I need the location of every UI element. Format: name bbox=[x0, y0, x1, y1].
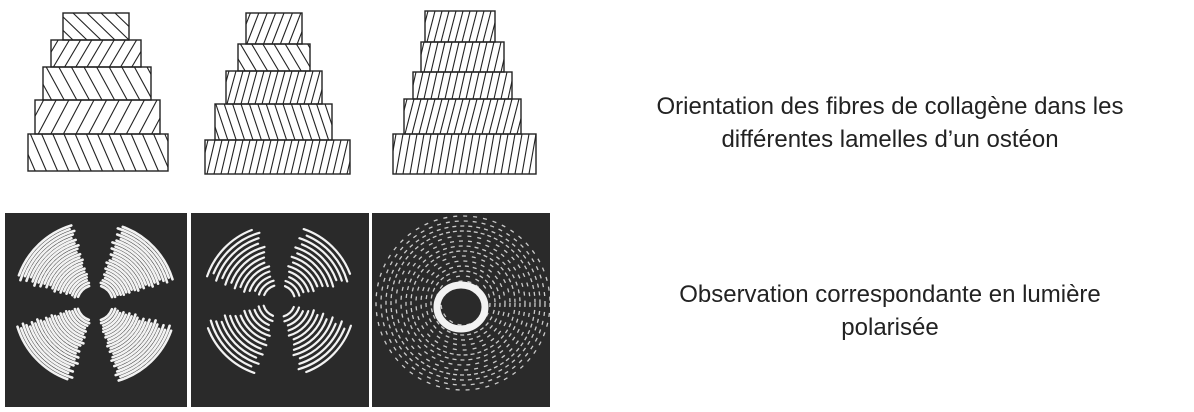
collagen-fibers bbox=[246, 13, 302, 44]
lamella bbox=[424, 10, 496, 43]
collagen-fibers bbox=[35, 100, 160, 134]
lamella bbox=[50, 39, 142, 68]
collagen-fibers bbox=[205, 140, 350, 174]
lamella bbox=[204, 139, 351, 175]
collagen-fibers bbox=[425, 11, 495, 42]
lamella-outline bbox=[392, 133, 537, 175]
caption-observation-line-1: Observation correspondante en lumière bbox=[679, 281, 1101, 308]
collagen-fibers bbox=[63, 13, 129, 40]
caption-orientation-line-1: Orientation des fibres de collagène dans… bbox=[656, 93, 1124, 120]
lamella bbox=[27, 133, 169, 172]
lamella bbox=[412, 71, 513, 100]
lamella bbox=[42, 66, 152, 101]
caption-observation-line-2: polarisée bbox=[841, 314, 939, 341]
collagen-fibers bbox=[404, 99, 521, 134]
collagen-fibers bbox=[393, 134, 536, 174]
collagen-fibers bbox=[28, 134, 168, 171]
collagen-fibers bbox=[238, 44, 310, 71]
polarized-photo-2 bbox=[191, 213, 369, 407]
caption-orientation-line-2: différentes lamelles d’un ostéon bbox=[721, 126, 1059, 153]
collagen-fibers bbox=[421, 42, 504, 72]
caption-observation: Observation correspondante en lumière po… bbox=[590, 278, 1190, 344]
lamella bbox=[237, 43, 311, 72]
lamellae-stack-2 bbox=[204, 12, 351, 175]
lamella-outline bbox=[50, 39, 142, 68]
collagen-fibers bbox=[413, 72, 512, 99]
lamella-outline bbox=[27, 133, 169, 172]
lamella bbox=[392, 133, 537, 175]
lamella bbox=[62, 12, 130, 41]
polarized-light-photos bbox=[5, 213, 550, 407]
lamella-outline bbox=[42, 66, 152, 101]
collagen-fibers bbox=[215, 104, 332, 140]
lamella bbox=[403, 98, 522, 135]
lamella bbox=[420, 41, 505, 73]
collagen-fibers bbox=[43, 67, 151, 100]
lamellae-diagrams bbox=[27, 10, 537, 175]
lamella bbox=[245, 12, 303, 45]
collagen-fibers bbox=[226, 71, 322, 104]
lamella-outline bbox=[204, 139, 351, 175]
lamella bbox=[34, 99, 161, 135]
lamella bbox=[214, 103, 333, 141]
polarized-photo-1 bbox=[5, 213, 187, 407]
collagen-fibers bbox=[51, 40, 141, 67]
lamella bbox=[225, 70, 323, 105]
lamellae-stack-3 bbox=[392, 10, 537, 175]
polarized-photo-3 bbox=[372, 213, 550, 407]
lamellae-stack-1 bbox=[27, 12, 169, 172]
caption-orientation: Orientation des fibres de collagène dans… bbox=[590, 90, 1190, 156]
